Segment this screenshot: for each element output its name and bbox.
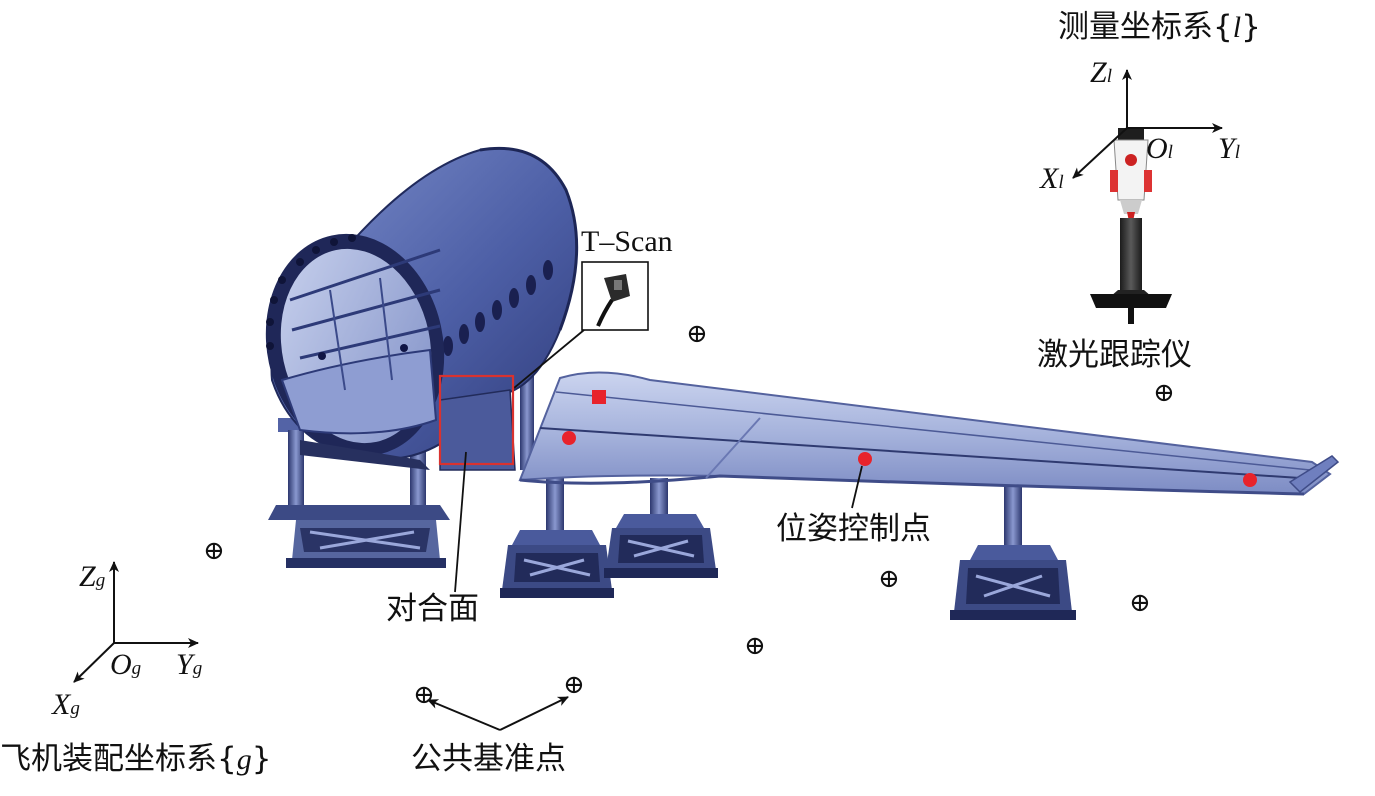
t-scan-leader [513,329,585,389]
pose-control-points [562,390,1257,509]
axis-label-zl: Zl [1090,56,1112,89]
fuselage-section [265,146,579,471]
control-point [1243,473,1257,487]
reference-point-symbol: ⊕ [413,680,435,710]
mating-surface-box [438,374,515,466]
common-reference-points-label: 公共基准点 [411,741,566,777]
axis-x-g [73,642,115,683]
axis-label-yl: Yl [1218,132,1240,165]
wing-positioner-1 [500,478,614,598]
reference-point-symbol: ⊕ [203,536,225,566]
t-scan-label: T–Scan [581,225,673,258]
reference-point-symbol: ⊕ [686,319,708,349]
axis-label-yg: Yg [176,648,203,681]
reference-point-symbol: ⊕ [1153,378,1175,408]
fixture-group [268,360,1076,620]
axis-label-zg: Zg [79,560,106,593]
mating-surface-label: 对合面 [386,591,479,627]
wing-positioner-2 [604,478,718,578]
reference-point-symbol: ⊕ [1129,588,1151,618]
fuselage-positioner [268,360,534,568]
assembly-frame-title: 飞机装配坐标系{g} [0,741,272,777]
reference-point-arrows [427,696,569,731]
axis-x-l [1072,127,1128,179]
axis-label-xg: Xg [52,688,80,721]
control-point [858,452,872,466]
reference-point-symbol: ⊕ [744,631,766,661]
wing-positioner-3 [950,484,1076,620]
measurement-axes [1072,69,1223,179]
reference-point-symbol: ⊕ [878,564,900,594]
mating-surface-leader [454,451,467,593]
axis-label-og: Og [110,648,142,681]
control-point-square [592,390,606,404]
control-point [562,431,576,445]
axis-label-xl: Xl [1040,162,1064,195]
laser-tracker [1090,128,1172,324]
axis-label-ol: Ol [1146,132,1173,165]
measurement-frame-title: 测量坐标系{l} [1058,9,1261,45]
wing [518,371,1340,496]
control-point-leader [851,465,863,509]
reference-point-symbol: ⊕ [563,670,585,700]
assembly-axes [73,561,199,683]
t-scan-device [513,261,649,389]
laser-tracker-label: 激光跟踪仪 [1037,337,1192,373]
pose-control-points-label: 位姿控制点 [776,511,931,547]
